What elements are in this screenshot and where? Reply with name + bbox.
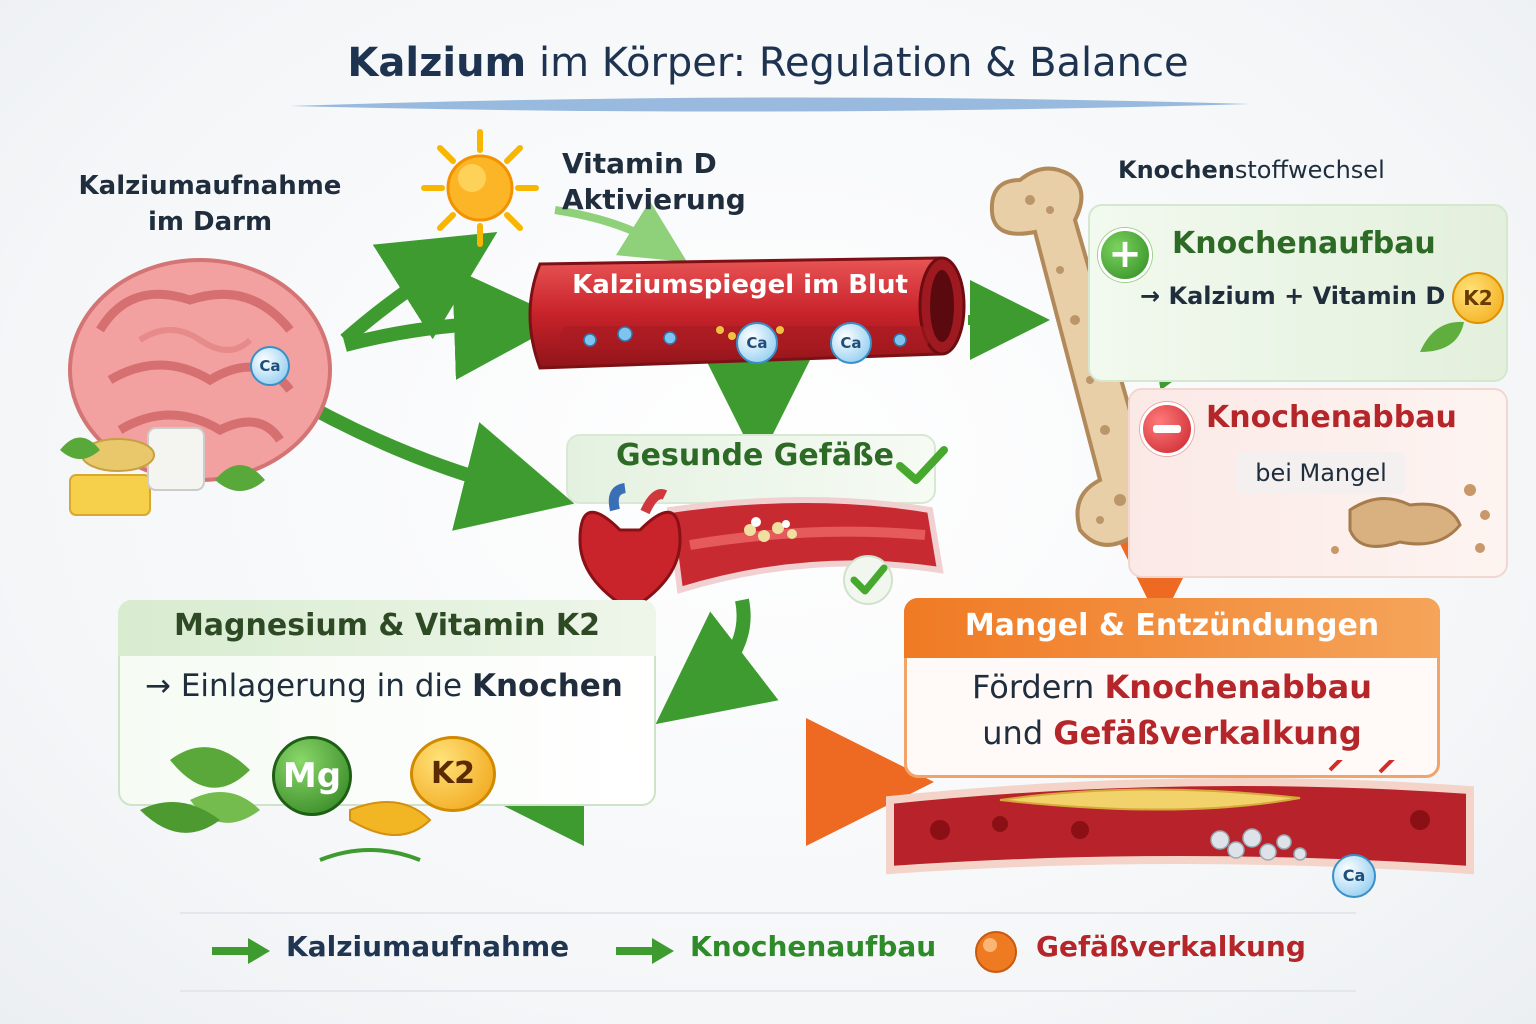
check-icon (896, 446, 948, 484)
herbs-and-supplements (140, 747, 432, 862)
calcium-ion-artery: Ca (1332, 854, 1376, 898)
title-underline (290, 97, 1250, 112)
bone-build-title: Knochenaufbau (1172, 226, 1436, 261)
leaf-icon (215, 465, 265, 491)
check-circle-icon (843, 555, 893, 605)
heart-icon (578, 510, 682, 612)
title-rest: im Körper: Regulation & Balance (526, 40, 1189, 86)
magnesium-k2-title: Magnesium & Vitamin K2 (173, 608, 601, 643)
minus-icon (1140, 402, 1194, 456)
bone-breakdown-title: Knochenabbau (1206, 400, 1457, 435)
magnesium-badge: Mg (272, 736, 352, 816)
inflammation-header (904, 598, 1440, 658)
inflammation-line-1: Fördern Knochenabbau (971, 668, 1373, 706)
legend-bar (180, 912, 1356, 992)
calcium-ion-blood-1: Ca (736, 322, 778, 364)
bone-breakdown-note: bei Mangel (1236, 452, 1406, 494)
milk-glass-icon (147, 427, 205, 491)
calcified-artery-illustration (886, 760, 1474, 875)
legend-arrow-build-icon (616, 938, 674, 964)
bone-build-formula: → Kalzium + Vitamin D + (1140, 282, 1474, 310)
blood-level-label: Kalziumspiegel im Blut (572, 270, 908, 300)
calcium-ion-blood-2: Ca (830, 322, 872, 364)
legend-arrow-intake-icon (212, 938, 270, 964)
intestine-illustration (60, 258, 332, 516)
intestine-label: Kalziumaufnahme im Darm (78, 171, 342, 237)
orange-slice-icon (349, 801, 432, 836)
broken-bone-fragments (1331, 484, 1490, 554)
page-title: Kalzium im Körper: Regulation & Balance (0, 40, 1536, 86)
legend-calcification-dot-icon (975, 931, 1017, 973)
magnesium-k2-line: → Einlagerung in die Knochen (145, 668, 623, 704)
title-bold: Kalzium (347, 40, 527, 86)
bone-metabolism-header: Knochenstoffwechsel (1118, 156, 1385, 184)
leaf-icon-bone (1420, 321, 1464, 352)
cheese-icon (69, 474, 151, 516)
legend-calcification: Gefäßverkalkung (1036, 930, 1306, 963)
bone-build-card (1088, 204, 1508, 382)
magnesium-k2-header (118, 600, 656, 656)
calcium-ion-intestine: Ca (250, 346, 290, 386)
inflammation-title: Mangel & Entzündungen (964, 608, 1380, 643)
heart-and-artery-illustration (578, 483, 944, 612)
sun-icon (421, 129, 539, 247)
leaf-icon-2 (60, 437, 100, 459)
healthy-vessels-card (566, 434, 936, 504)
inflammation-line-2: und Gefäßverkalkung (982, 714, 1362, 752)
legend-intake: Kalziumaufnahme (286, 930, 570, 963)
healthy-vessels-label: Gesunde Gefäße (616, 438, 894, 473)
k2-supplement-badge: K2 (410, 736, 496, 812)
legend-build: Knochenaufbau (690, 930, 937, 963)
k2-badge: K2 (1452, 272, 1504, 324)
vitamin-d-label: Vitamin D Aktivierung (562, 147, 746, 216)
plus-icon: + (1098, 228, 1152, 282)
blood-vessel-tube (528, 256, 966, 370)
